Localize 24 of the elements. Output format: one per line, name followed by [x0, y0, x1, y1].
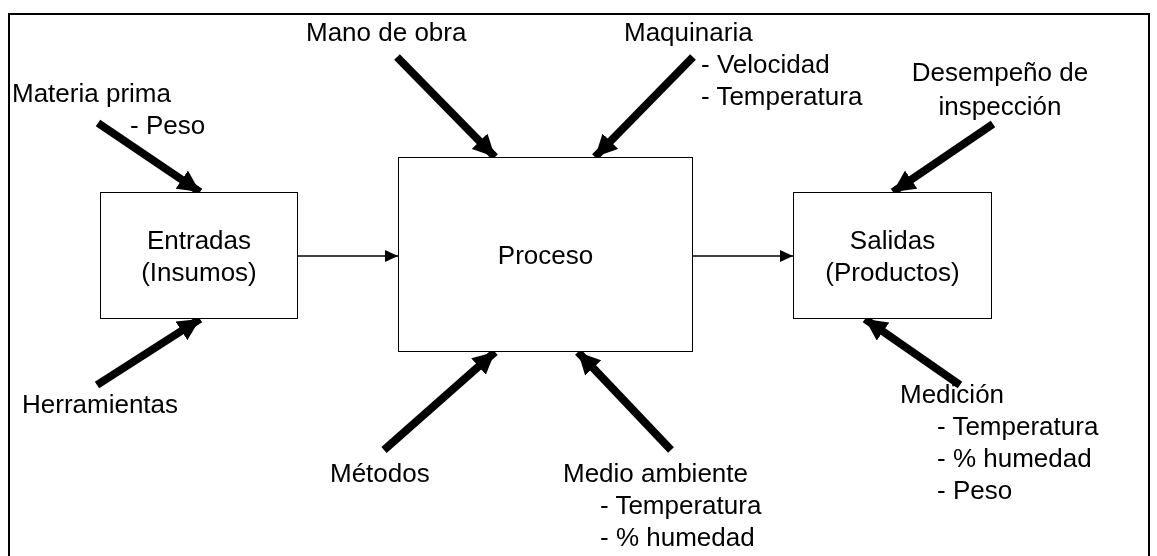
factor-label: Materia prima: [12, 77, 171, 109]
arrow: [692, 250, 794, 262]
factor-label: Medio ambiente: [563, 457, 748, 489]
factor-item: - Temperatura: [937, 410, 1099, 442]
factor-item: - % humedad: [600, 521, 755, 553]
arrow: [297, 250, 399, 262]
factor-item: - Peso: [130, 109, 206, 141]
factor-item: - Temperatura: [600, 489, 762, 521]
factor-label: Medición: [900, 378, 1005, 410]
process-box: [100, 192, 298, 319]
factor-label: Mano de obra: [306, 16, 467, 48]
box-label: Salidas (Productos): [824, 223, 961, 288]
factor-item: - Peso: [937, 474, 1013, 506]
factor-label: Maquinaria: [624, 16, 753, 48]
factor-item: - % humedad: [937, 442, 1092, 474]
box-label: Entradas (Insumos): [140, 223, 258, 288]
factor-label: Métodos: [330, 457, 430, 489]
process-box: [398, 157, 693, 352]
factor-label: Desempeño de inspección: [910, 56, 1090, 123]
factor-item: - Temperatura: [701, 80, 863, 112]
factor-label: Herramientas: [22, 388, 179, 420]
process-box: [793, 192, 992, 319]
factor-item: - Velocidad: [701, 48, 830, 80]
box-label: Proceso: [497, 238, 594, 271]
